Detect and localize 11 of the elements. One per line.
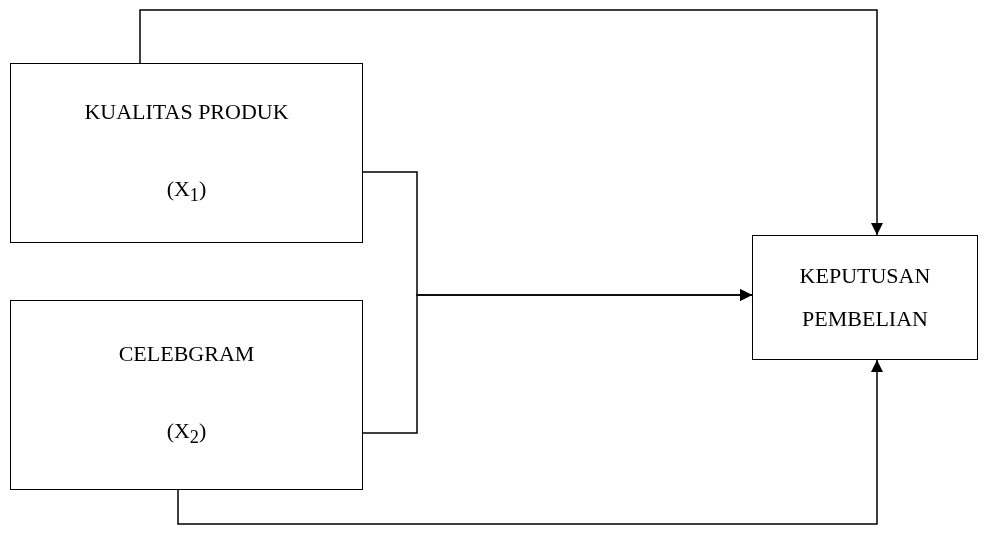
box-title: CELEBGRAM <box>118 340 255 369</box>
variable-label: (X$_{2}$) <box>166 417 207 450</box>
process-box <box>10 300 363 490</box>
variable-label: (X$_{1}$) <box>166 175 207 208</box>
connector-arrow <box>139 9 883 236</box>
process-box <box>10 63 363 243</box>
box-title: KEPUTUSAN PEMBELIAN <box>798 261 932 333</box>
box-title: KUALITAS PRODUK <box>84 98 289 127</box>
connector-arrow <box>177 359 883 525</box>
process-box <box>752 235 978 360</box>
connector-arrow <box>362 289 753 434</box>
